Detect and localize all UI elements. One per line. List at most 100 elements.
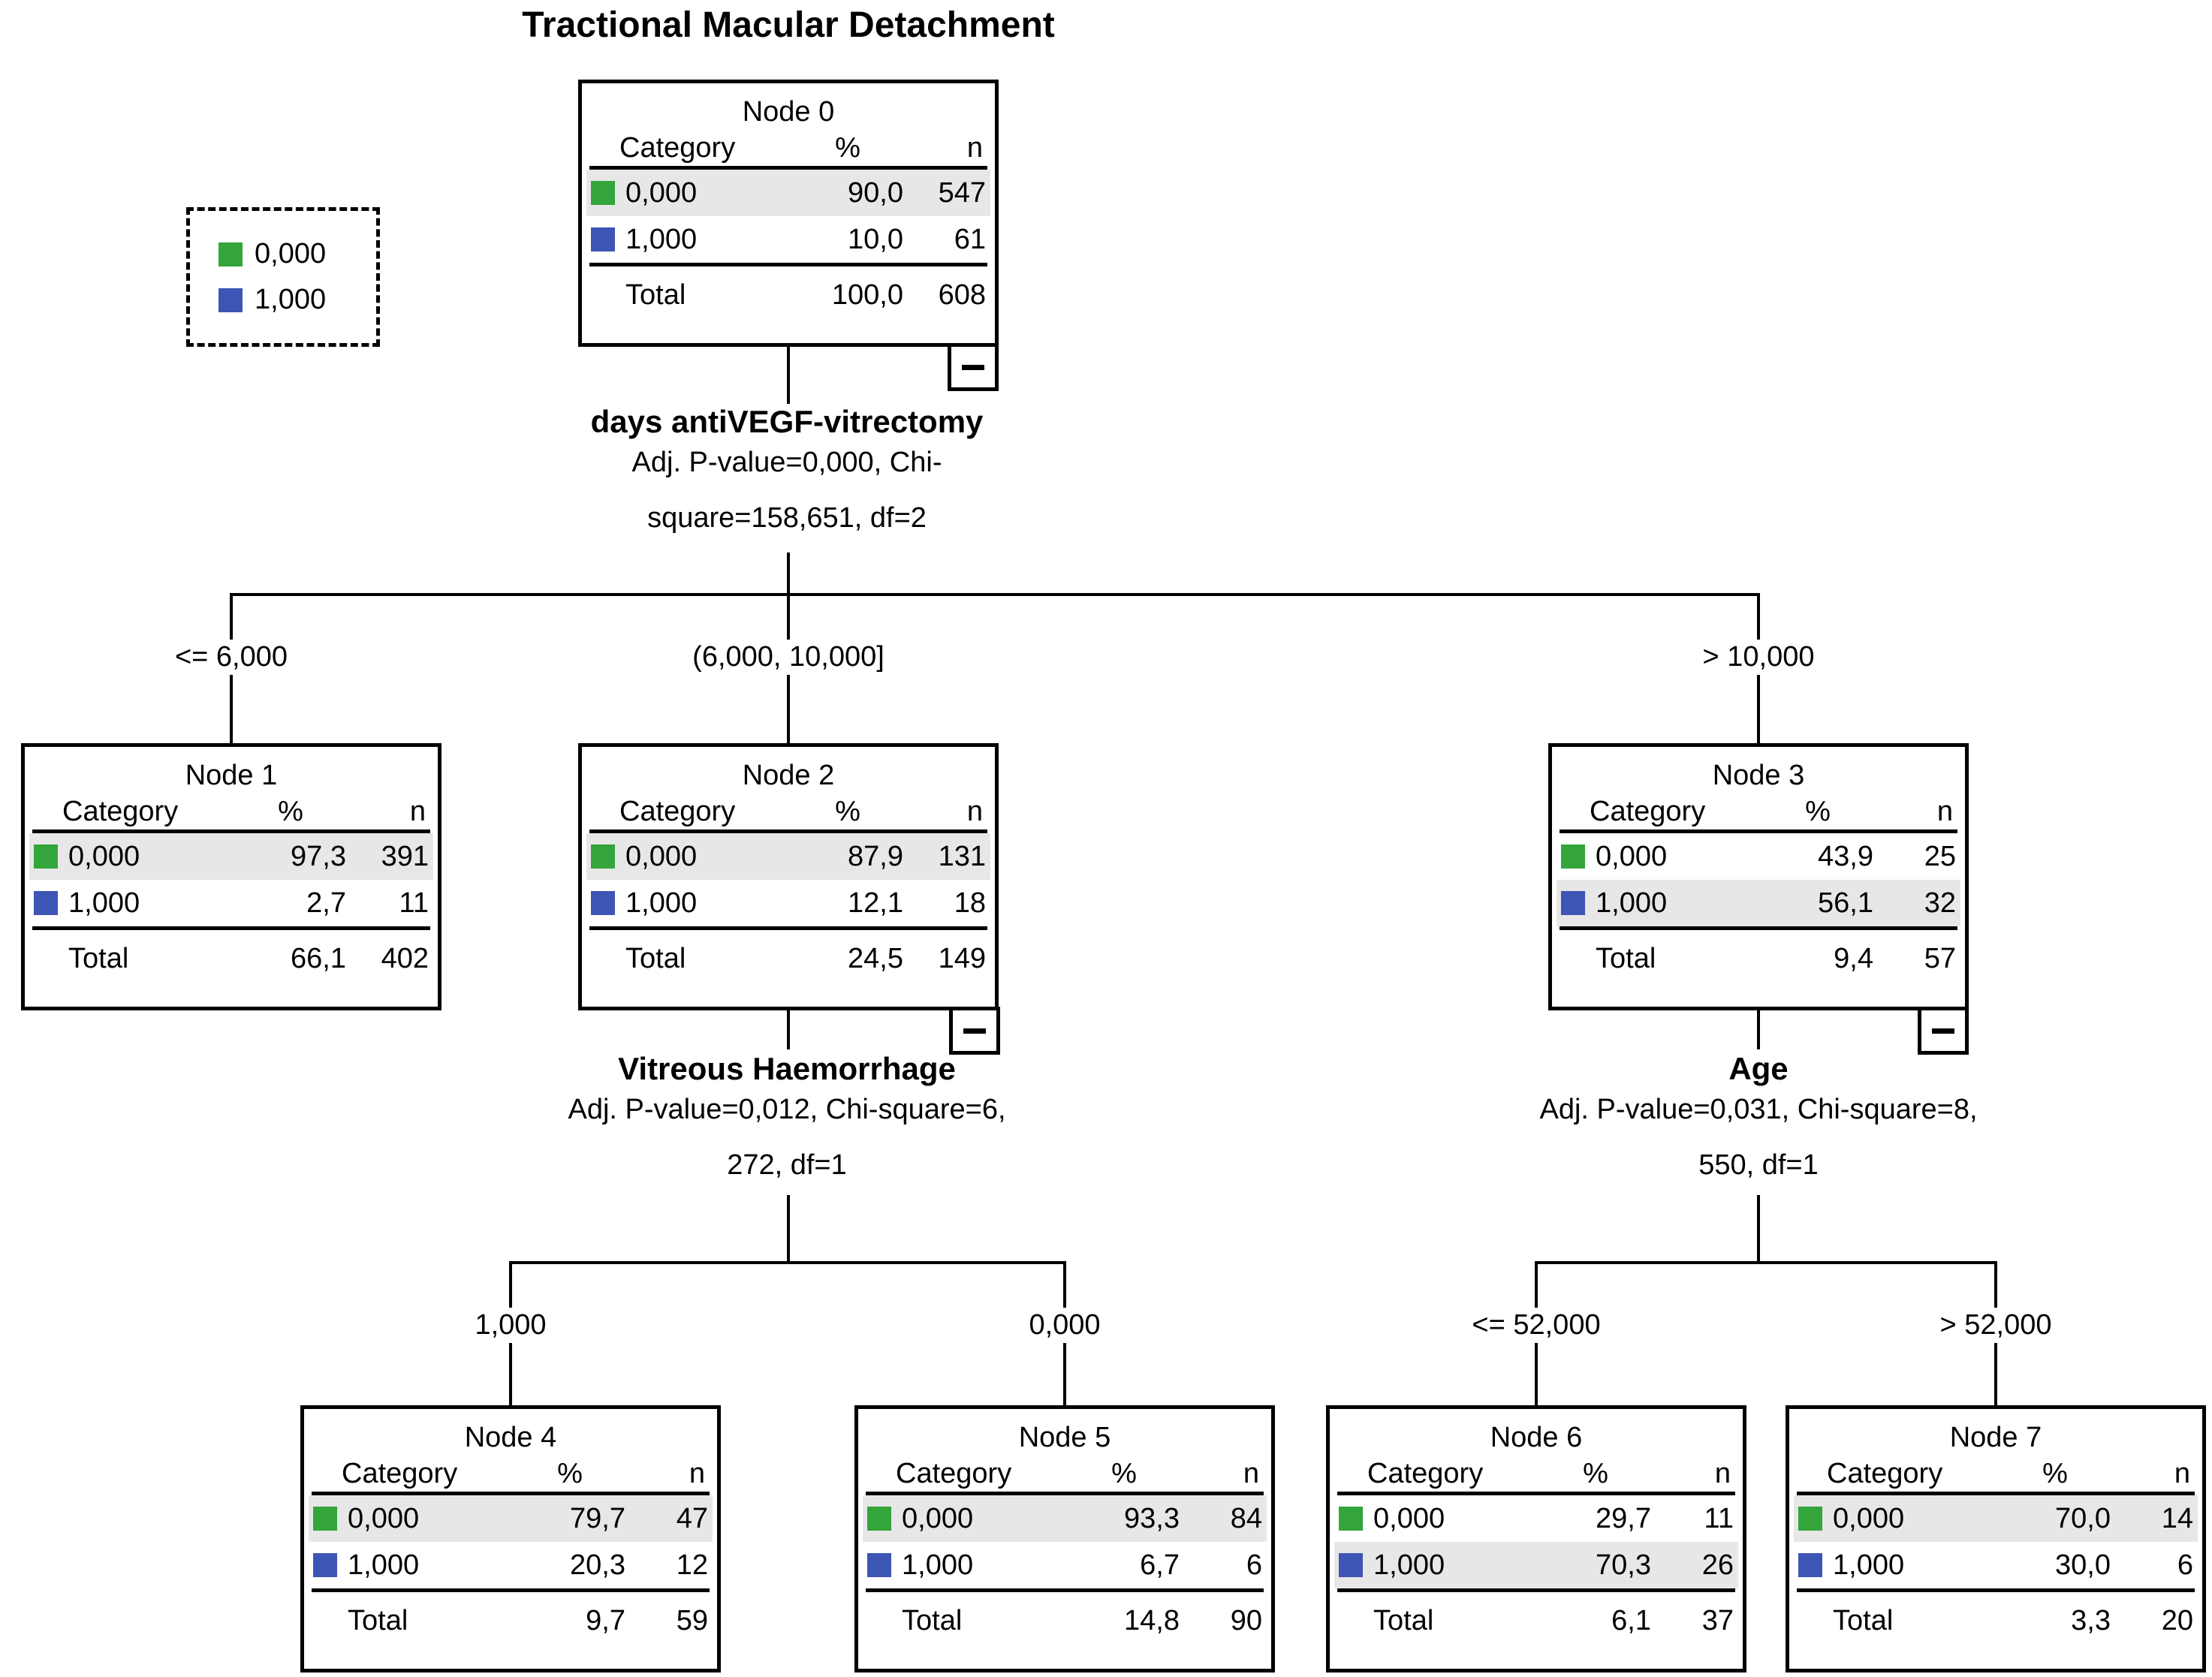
split-stats: square=158,651, df=2 (647, 502, 927, 534)
total-row: Total 9,7 59 (348, 1604, 708, 1636)
minus-icon (963, 1028, 986, 1034)
connector (787, 552, 790, 593)
category-row: 0,000 97,3 391 (29, 833, 433, 880)
total-row: Total 24,5 149 (625, 942, 986, 974)
node-title: Node 1 (185, 760, 278, 791)
divider (1337, 1588, 1735, 1592)
category-row: 1,000 70,3 26 (1334, 1542, 1738, 1588)
minus-icon (1932, 1028, 1954, 1034)
category-row: 0,000 90,0 547 (586, 170, 990, 216)
legend-swatch-green-icon (218, 242, 243, 266)
table-header: Category % n (896, 1457, 1259, 1489)
category-1-swatch-icon (591, 891, 615, 915)
divider (312, 1492, 710, 1495)
category-0-swatch-icon (1798, 1507, 1822, 1531)
divider (1560, 829, 1957, 833)
node-title: Node 7 (1949, 1422, 2042, 1453)
category-row: 0,000 29,7 11 (1330, 1495, 1743, 1542)
divider (32, 829, 430, 833)
legend-swatch-blue-icon (218, 288, 243, 312)
divider (866, 1588, 1264, 1592)
table-header: Category % n (1827, 1457, 2190, 1489)
split-stats: Adj. P-value=0,031, Chi-square=8, (1539, 1094, 1978, 1125)
category-row: 1,000 12,1 18 (582, 880, 995, 926)
node-title: Node 3 (1712, 760, 1805, 791)
branch-label: > 10,000 (1693, 640, 1824, 675)
split-age: Age Adj. P-value=0,031, Chi-square=8, 55… (1383, 1049, 2134, 1183)
divider (1560, 926, 1957, 930)
collapse-node-2-button[interactable] (949, 1007, 1000, 1055)
branch-label: <= 6,000 (165, 640, 297, 675)
split-variable: Age (1728, 1051, 1789, 1086)
tree-node-7: Node 7 Category % n 0,000 70,0 14 1,000 … (1786, 1405, 2206, 1672)
split-stats: Adj. P-value=0,000, Chi- (631, 447, 942, 478)
connector (787, 1195, 790, 1261)
total-row: Total 6,1 37 (1373, 1604, 1734, 1636)
total-row: Total 14,8 90 (902, 1604, 1262, 1636)
legend-item: 1,000 (218, 284, 376, 316)
table-header: Category % n (1590, 795, 1953, 827)
divider (1337, 1492, 1735, 1495)
tree-node-1: Node 1 Category % n 0,000 97,3 391 1,000… (21, 743, 441, 1010)
branch-label: 0,000 (1020, 1308, 1110, 1343)
total-row: Total 3,3 20 (1833, 1604, 2193, 1636)
branch-label: (6,000, 10,000] (683, 640, 894, 675)
divider (589, 829, 987, 833)
split-variable: days antiVEGF-vitrectomy (590, 404, 984, 439)
category-0-swatch-icon (591, 845, 615, 869)
connector (230, 593, 1760, 596)
split-days-antivegf: days antiVEGF-vitrectomy Adj. P-value=0,… (411, 402, 1162, 536)
tree-node-5: Node 5 Category % n 0,000 93,3 84 1,000 … (854, 1405, 1275, 1672)
branch-label: <= 52,000 (1463, 1308, 1610, 1343)
tree-node-4: Node 4 Category % n 0,000 79,7 47 1,000 … (300, 1405, 721, 1672)
connector (509, 1261, 1066, 1264)
category-0-swatch-icon (34, 845, 58, 869)
total-row: Total 9,4 57 (1596, 942, 1956, 974)
page-title: Tractional Macular Detachment (522, 5, 1055, 45)
table-header: Category % n (1367, 1457, 1731, 1489)
category-0-swatch-icon (313, 1507, 337, 1531)
connector (1757, 1009, 1760, 1049)
category-row: 1,000 56,1 32 (1557, 880, 1960, 926)
total-row: Total 100,0 608 (625, 278, 986, 311)
legend-item: 0,000 (218, 238, 376, 270)
category-row: 1,000 10,0 61 (582, 216, 995, 263)
branch-label: 1,000 (466, 1308, 556, 1343)
node-title: Node 2 (742, 760, 835, 791)
branch-label: > 52,000 (1930, 1308, 2061, 1343)
category-row: 0,000 43,9 25 (1552, 833, 1965, 880)
legend-label: 1,000 (255, 284, 327, 315)
table-header: Category % n (62, 795, 426, 827)
category-row: 1,000 2,7 11 (25, 880, 438, 926)
collapse-node-0-button[interactable] (948, 343, 999, 391)
node-title: Node 6 (1490, 1422, 1583, 1453)
node-title: Node 4 (464, 1422, 557, 1453)
category-row: 0,000 79,7 47 (309, 1495, 713, 1542)
category-1-swatch-icon (1339, 1553, 1363, 1577)
collapse-node-3-button[interactable] (1918, 1007, 1969, 1055)
category-row: 1,000 30,0 6 (1789, 1542, 2202, 1588)
category-1-swatch-icon (591, 227, 615, 251)
divider (312, 1588, 710, 1592)
connector (1757, 1195, 1760, 1261)
divider (32, 926, 430, 930)
split-variable: Vitreous Haemorrhage (618, 1051, 956, 1086)
category-0-swatch-icon (591, 181, 615, 205)
split-vitreous-haemorrhage: Vitreous Haemorrhage Adj. P-value=0,012,… (411, 1049, 1162, 1183)
tree-node-0: Node 0 Category % n 0,000 90,0 547 1,000… (578, 80, 999, 347)
category-1-swatch-icon (1798, 1553, 1822, 1577)
category-0-swatch-icon (867, 1507, 891, 1531)
tree-node-3: Node 3 Category % n 0,000 43,9 25 1,000 … (1548, 743, 1969, 1010)
category-0-swatch-icon (1339, 1507, 1363, 1531)
minus-icon (962, 364, 984, 370)
node-title: Node 0 (742, 96, 835, 128)
category-row: 0,000 87,9 131 (586, 833, 990, 880)
node-title: Node 5 (1018, 1422, 1111, 1453)
divider (1797, 1492, 2195, 1495)
tree-node-6: Node 6 Category % n 0,000 29,7 11 1,000 … (1326, 1405, 1746, 1672)
category-0-swatch-icon (1561, 845, 1585, 869)
category-row: 0,000 93,3 84 (863, 1495, 1267, 1542)
legend-label: 0,000 (255, 238, 327, 269)
tree-node-2: Node 2 Category % n 0,000 87,9 131 1,000… (578, 743, 999, 1010)
